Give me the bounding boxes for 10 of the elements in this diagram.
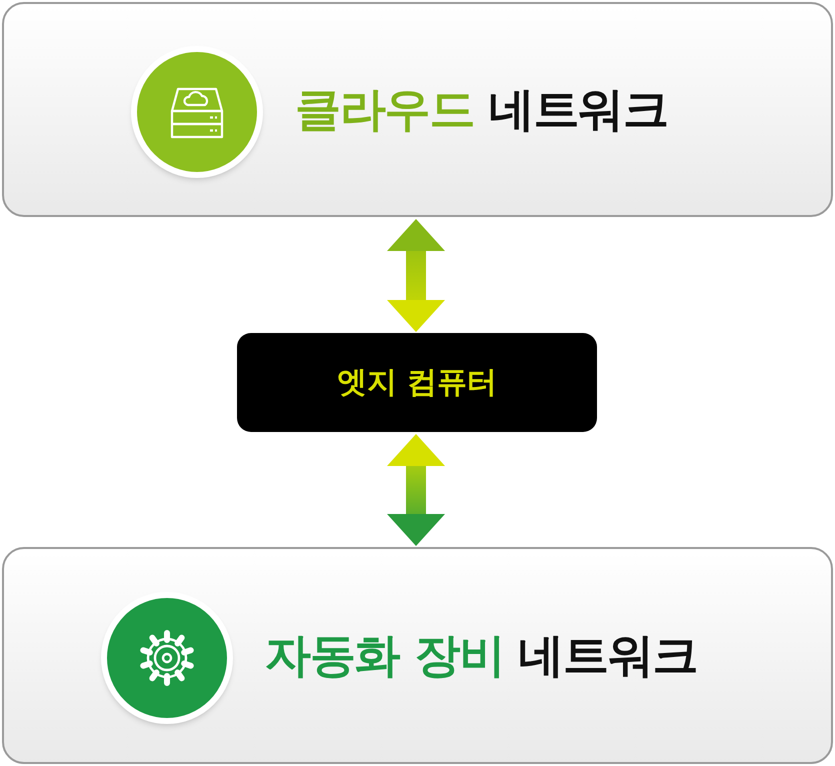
double-arrow bbox=[387, 434, 445, 546]
panel-title-accent: 자동화 장비 bbox=[265, 627, 504, 684]
box-label: 엣지 컴퓨터 bbox=[336, 364, 498, 402]
panel-title: 네트워크 bbox=[488, 81, 668, 138]
network-panel bbox=[2, 2, 833, 217]
double-arrow bbox=[387, 219, 445, 332]
process-box bbox=[237, 333, 597, 432]
network-panel bbox=[2, 547, 833, 764]
panel-title: 네트워크 bbox=[518, 627, 698, 684]
panel-title-accent: 클라우드 bbox=[295, 81, 474, 138]
